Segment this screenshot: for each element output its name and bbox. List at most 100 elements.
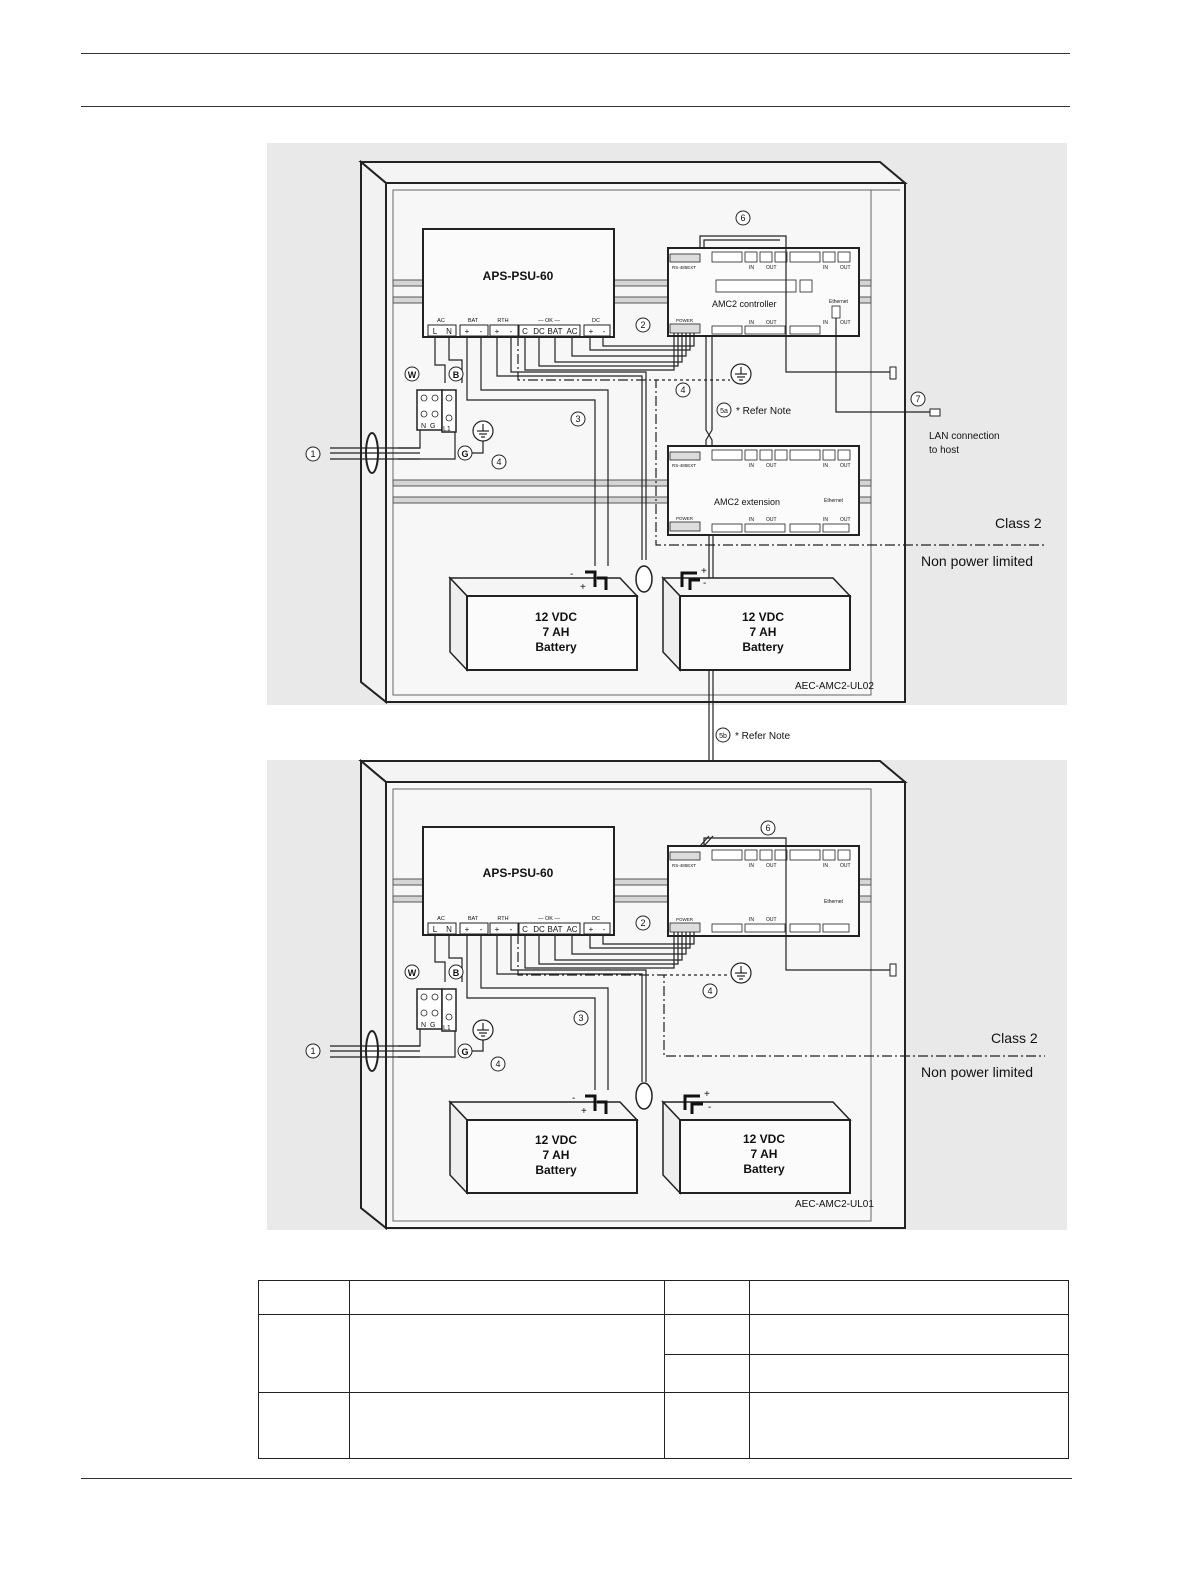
svg-text:G: G [430, 423, 435, 430]
top-callout-G: G [457, 445, 473, 461]
svg-text:-: - [510, 925, 513, 934]
svg-text:2: 2 [640, 320, 645, 330]
svg-text:7 AH: 7 AH [543, 625, 570, 639]
table-row [258, 1392, 1069, 1459]
table-row [258, 1280, 1069, 1315]
top-nonpower-label: Non power limited [921, 553, 1033, 569]
svg-text:Battery: Battery [535, 640, 577, 654]
svg-text:-: - [570, 569, 573, 580]
top-wiring [330, 235, 930, 840]
svg-text:+: + [495, 925, 500, 934]
svg-text:OUT: OUT [766, 265, 777, 271]
callout-4-top-b: 4 [675, 382, 691, 398]
callout-4-top-a: 4 [491, 454, 507, 470]
svg-text:+: + [581, 1106, 587, 1117]
svg-text:1: 1 [310, 449, 315, 459]
svg-text:7 AH: 7 AH [751, 1147, 778, 1161]
svg-text:Battery: Battery [742, 640, 784, 654]
svg-text:6: 6 [765, 823, 770, 833]
svg-text:N: N [446, 327, 452, 336]
svg-text:RS-485EXT: RS-485EXT [672, 265, 696, 270]
controller-label: AMC2 controller [712, 299, 777, 309]
svg-text:-: - [703, 578, 706, 589]
svg-text:IN: IN [823, 463, 828, 469]
svg-text:6: 6 [740, 213, 745, 223]
bottom-wiring [330, 835, 892, 1090]
svg-text:N: N [421, 1022, 426, 1029]
svg-text:N: N [446, 925, 452, 934]
header-rule-top [81, 53, 1070, 54]
top-class2-label: Class 2 [995, 515, 1042, 531]
svg-text:G: G [461, 1047, 468, 1057]
svg-text:4: 4 [496, 457, 501, 467]
bottom-battery-left: 12 VDC 7 AH Battery -+ [448, 1093, 639, 1195]
psu-group-ok: — OK — [538, 318, 561, 324]
top-model-label: AEC-AMC2-UL02 [795, 681, 874, 692]
bottom-model-label: AEC-AMC2-UL01 [795, 1199, 874, 1210]
legend-table [258, 1280, 1069, 1459]
bottom-nonpower-label: Non power limited [921, 1064, 1033, 1080]
table-row [259, 1354, 1069, 1393]
callout-5a: 5a [716, 402, 732, 418]
top-boundaries [517, 336, 1045, 546]
svg-text:G: G [430, 1022, 435, 1029]
svg-text:1: 1 [310, 1046, 315, 1056]
bottom-battery-right: 12 VDC 7 AH Battery +- [661, 1089, 852, 1195]
top-callout-W: W [404, 366, 420, 382]
lan-label-line1: LAN connection [929, 431, 1000, 442]
svg-text:-: - [603, 925, 606, 934]
svg-text:AC: AC [566, 925, 577, 934]
psu-group-bat: BAT [468, 318, 479, 324]
callout-4-bottom-b: 4 [702, 983, 718, 999]
psu-group-dc: DC [592, 318, 600, 324]
svg-text:Battery: Battery [535, 1163, 577, 1177]
svg-text:+: + [589, 327, 594, 336]
extension-label: AMC2 extension [714, 497, 780, 507]
svg-text:5a: 5a [720, 408, 728, 415]
svg-text:OUT: OUT [766, 917, 777, 923]
bottom-temp-sensor [635, 1082, 653, 1110]
svg-text:7 AH: 7 AH [750, 625, 777, 639]
svg-text:Ethernet: Ethernet [829, 299, 849, 305]
callout-1-top: 1 [305, 446, 321, 462]
svg-text:RS-485EXT: RS-485EXT [672, 463, 696, 468]
svg-text:12 VDC: 12 VDC [535, 610, 577, 624]
svg-text:OUT: OUT [840, 265, 851, 271]
earth-ground-icon [730, 962, 752, 984]
svg-text:-: - [572, 1093, 575, 1104]
wiring-diagram: APS-PSU-60 AC BAT RTH — OK — DC L N + - … [267, 143, 1067, 1231]
svg-text:2: 2 [640, 918, 645, 928]
callout-2-bottom: 2 [635, 915, 651, 931]
svg-text:W: W [408, 968, 417, 978]
svg-text:IN: IN [823, 320, 828, 326]
svg-text:5b: 5b [719, 733, 727, 740]
refer-note-5b: * Refer Note [735, 731, 790, 742]
svg-text:-: - [480, 925, 483, 934]
bottom-callout-B: B [448, 964, 464, 980]
callout-1-bottom: 1 [305, 1043, 321, 1059]
callout-7: 7 [910, 391, 926, 407]
svg-text:C: C [522, 925, 528, 934]
svg-text:OUT: OUT [766, 463, 777, 469]
bottom-psu: APS-PSU-60 AC BAT RTH — OK — DC L N + - … [422, 826, 615, 936]
svg-text:BAT: BAT [548, 925, 563, 934]
svg-text:4: 4 [707, 986, 712, 996]
svg-text:12 VDC: 12 VDC [535, 1133, 577, 1147]
top-psu: APS-PSU-60 AC BAT RTH — OK — DC L N + - … [422, 228, 615, 338]
svg-text:OUT: OUT [840, 517, 851, 523]
svg-text:12 VDC: 12 VDC [743, 1132, 785, 1146]
psu-group-ac: AC [437, 318, 445, 324]
svg-text:POWER: POWER [676, 516, 694, 521]
svg-text:IN: IN [749, 863, 754, 869]
svg-text:3: 3 [578, 1013, 583, 1023]
svg-text:B: B [453, 968, 460, 978]
svg-text:L1: L1 [443, 1025, 451, 1032]
svg-text:Ethernet: Ethernet [824, 498, 844, 504]
svg-text:IN: IN [823, 863, 828, 869]
svg-text:AC: AC [437, 916, 445, 922]
svg-text:3: 3 [575, 414, 580, 424]
svg-text:N: N [421, 423, 426, 430]
svg-text:+: + [701, 566, 707, 577]
svg-text:BAT: BAT [468, 916, 479, 922]
svg-text:RS-485EXT: RS-485EXT [672, 863, 696, 868]
